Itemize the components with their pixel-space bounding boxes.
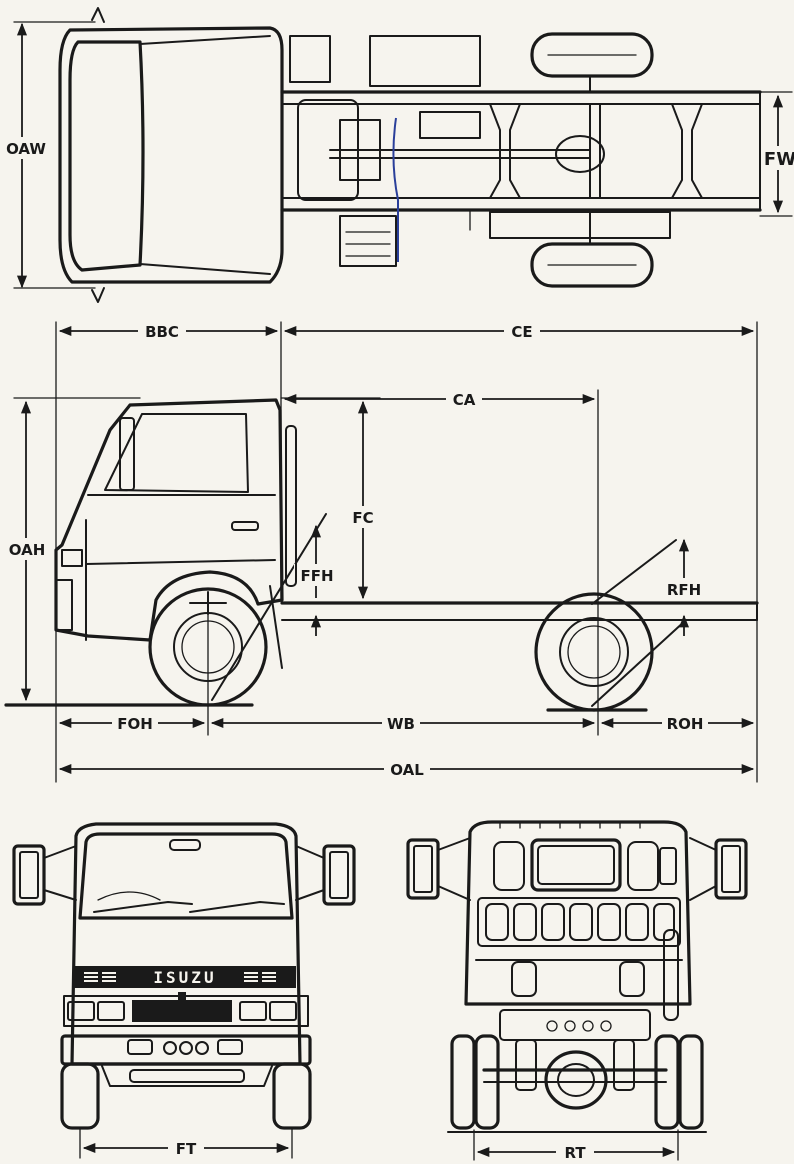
rear-left-mirror [406, 838, 440, 900]
isuzu-logo: ISUZU [153, 968, 216, 987]
oal-label: OAL [390, 761, 424, 779]
front-bumper [60, 1034, 312, 1066]
right-headlight-inner [239, 1001, 267, 1021]
ffh-leader-line [211, 513, 327, 701]
left-headlight-outer [67, 1001, 95, 1021]
roh-label: ROH [667, 715, 704, 733]
ca-label: CA [453, 391, 476, 409]
ce-label: CE [511, 323, 532, 341]
rear-window [530, 838, 622, 892]
front-right-wheel [272, 1062, 312, 1130]
side-view: BBC CE CA OAH FC FFH RFH [4, 321, 759, 783]
fc-label: FC [352, 509, 373, 527]
ft-label: FT [176, 1140, 197, 1158]
rear-right-wheel-outer [678, 1034, 704, 1130]
cab-side [54, 398, 297, 669]
chassis-frame-top [280, 35, 762, 267]
cab-front [70, 822, 302, 1066]
oaw-label: OAW [6, 140, 46, 158]
rt-label: RT [564, 1144, 586, 1162]
front-view: ISUZU FT [12, 822, 356, 1159]
foh-label: FOH [117, 715, 153, 733]
cab-rear [464, 820, 692, 1006]
right-headlight-outer [269, 1001, 297, 1021]
right-mirror [322, 844, 356, 906]
left-mirror [12, 844, 46, 906]
rear-left-wheel-inner [474, 1034, 500, 1130]
rear-view: RT [406, 820, 748, 1163]
windshield [78, 832, 294, 920]
grille-bar [74, 966, 296, 988]
left-headlight-inner [97, 1001, 125, 1021]
wb-label: WB [387, 715, 415, 733]
fw-label: FW [764, 149, 794, 170]
oah-label: OAH [9, 541, 46, 559]
top-view: OAW [4, 7, 794, 303]
rear-left-wheel-outer [450, 1034, 476, 1130]
front-left-wheel [60, 1062, 100, 1130]
rear-right-wheel-inner [654, 1034, 680, 1130]
rear-right-mirror [714, 838, 748, 900]
bbc-label: BBC [145, 323, 179, 341]
cab-top [58, 7, 284, 303]
rear-wheels-top [530, 32, 654, 288]
rfh-label: RFH [667, 581, 701, 599]
differential [544, 1050, 608, 1110]
rear-wheel-side [534, 592, 654, 712]
ffh-label: FFH [300, 567, 333, 585]
